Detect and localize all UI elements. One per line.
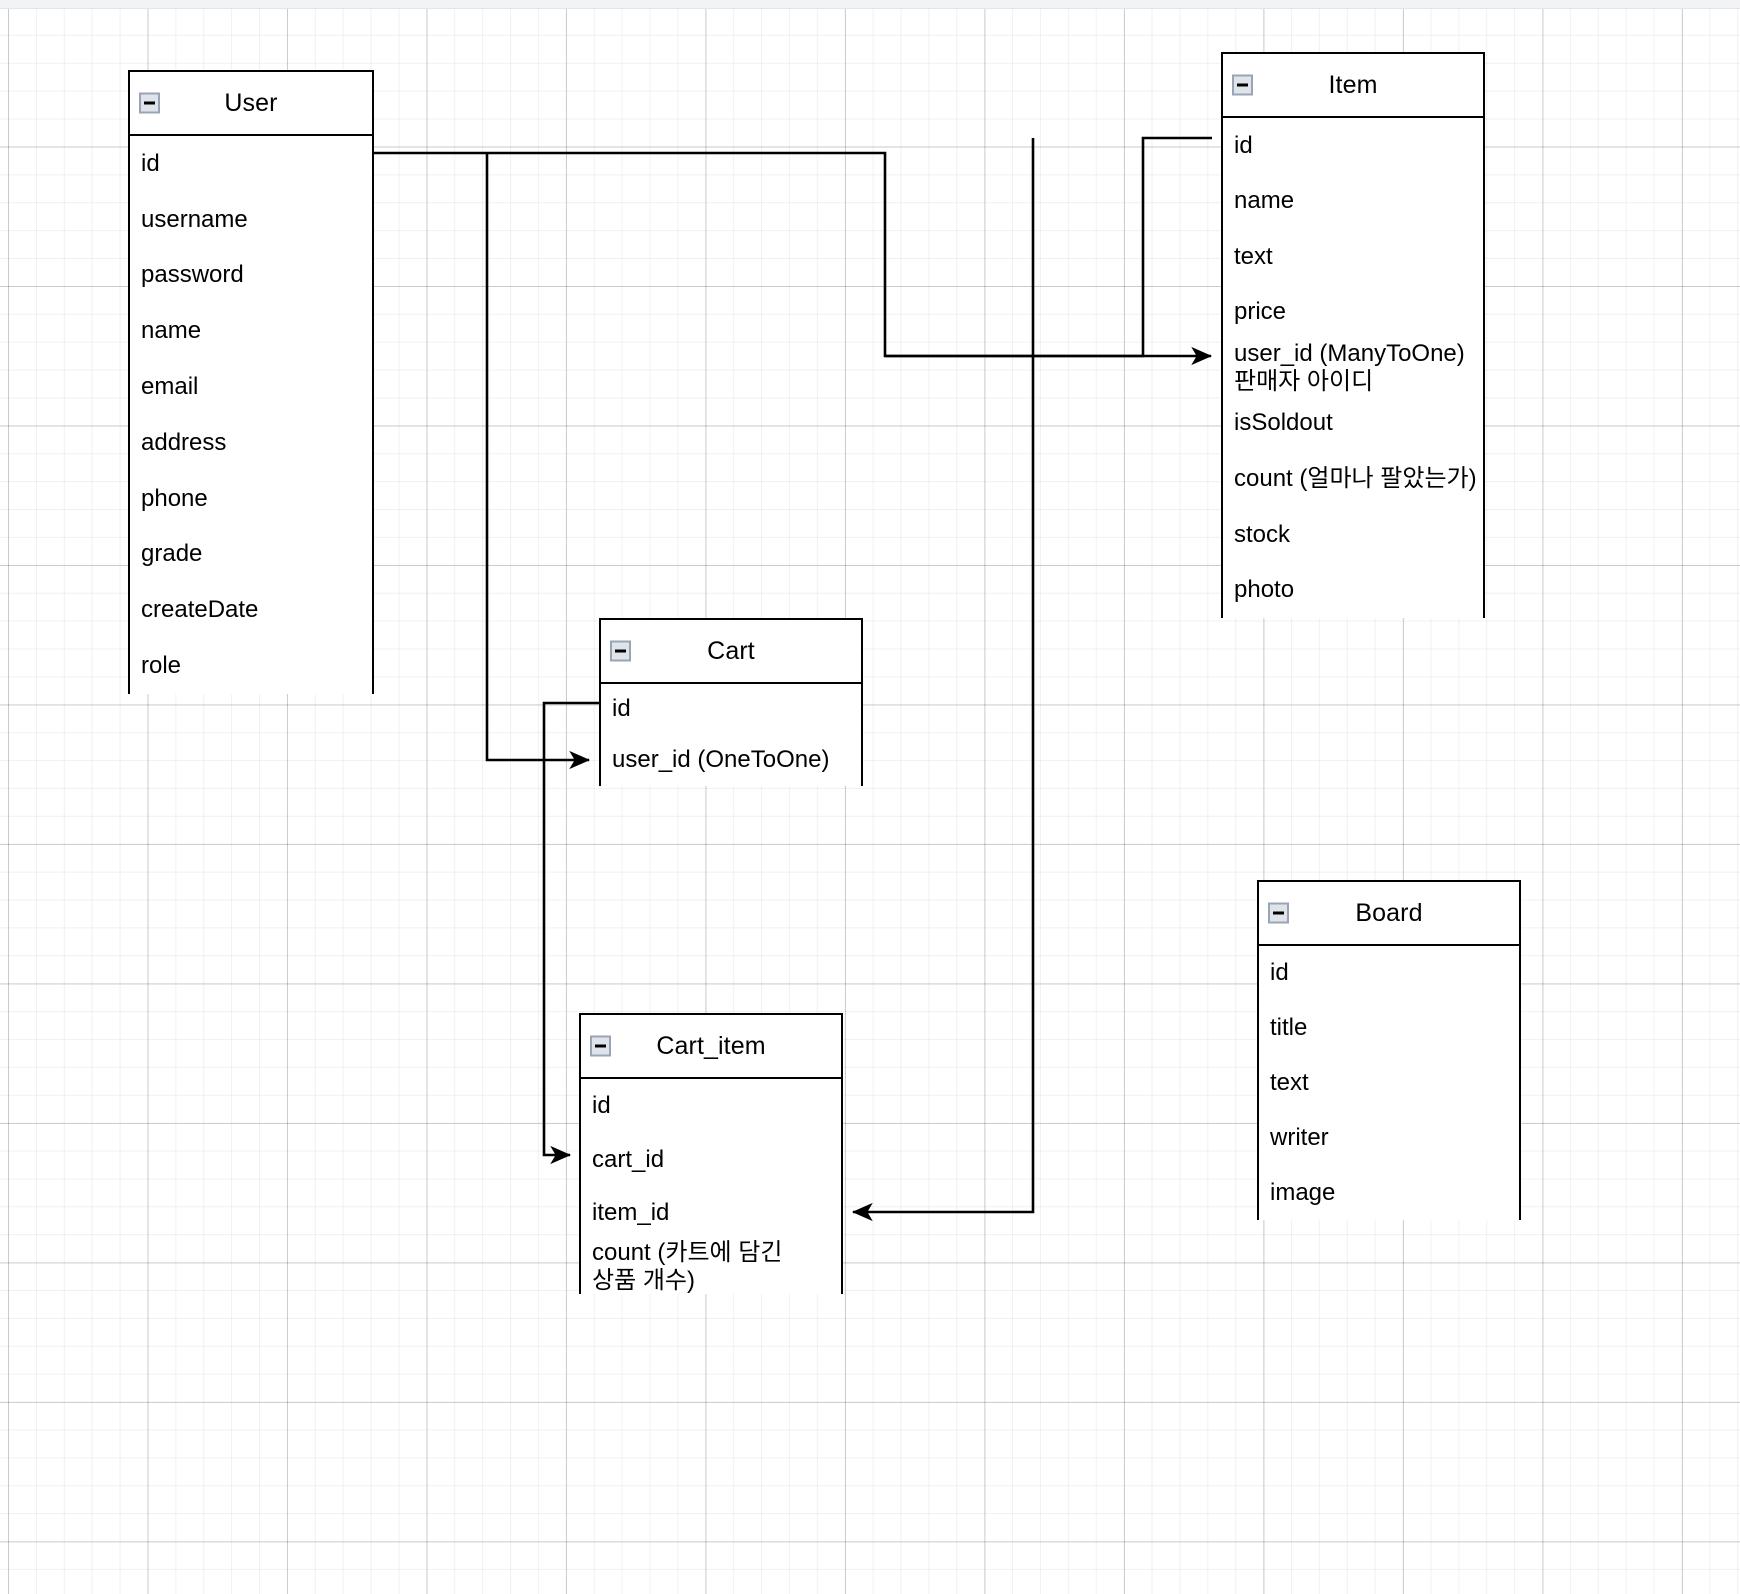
field-row[interactable]: isSoldout	[1234, 409, 1333, 437]
entity-item[interactable]: Item id name text price user_id (ManyToOne) 판…	[1221, 52, 1485, 618]
field-row[interactable]: cart_id	[592, 1145, 665, 1173]
entity-fields-user: id username password name email address phone g…	[130, 136, 372, 694]
field-row[interactable]: count (카트에 담긴 상품 개수)	[592, 1239, 783, 1295]
minus-icon[interactable]	[590, 1035, 611, 1057]
minus-icon[interactable]	[139, 92, 160, 114]
field-row[interactable]: id	[592, 1091, 611, 1119]
minus-icon[interactable]	[610, 640, 631, 662]
entity-header-board: Board	[1259, 882, 1519, 946]
entity-title-item: Item	[1328, 70, 1378, 99]
entity-user[interactable]: User id username password name email address ph…	[128, 70, 374, 694]
page-edge-top	[0, 0, 1740, 9]
entity-fields-board: id title text writer image	[1259, 946, 1519, 1220]
entity-cart[interactable]: Cart id user_id (OneToOne)	[599, 618, 863, 786]
field-row[interactable]: username	[141, 205, 248, 233]
entity-header-item: Item	[1223, 54, 1483, 118]
entity-board[interactable]: Board id title text writer image	[1257, 880, 1521, 1220]
entity-header-cart: Cart	[601, 620, 861, 684]
entity-title-cart: Cart	[707, 636, 755, 665]
field-row[interactable]: count (얼마나 팔았는가)	[1234, 465, 1477, 493]
entity-title-board: Board	[1355, 898, 1423, 927]
field-row[interactable]: photo	[1234, 576, 1295, 604]
field-row[interactable]: phone	[141, 484, 208, 512]
field-row[interactable]: name	[1234, 187, 1295, 215]
minus-icon[interactable]	[1232, 74, 1253, 96]
entity-title-cart_item: Cart_item	[656, 1031, 766, 1060]
field-row[interactable]: email	[141, 373, 199, 401]
field-row[interactable]: title	[1270, 1014, 1308, 1042]
entity-title-user: User	[224, 88, 278, 117]
field-row[interactable]: user_id (OneToOne)	[612, 746, 830, 774]
field-row[interactable]: stock	[1234, 520, 1291, 548]
field-row[interactable]: password	[141, 261, 244, 289]
field-row[interactable]: id	[612, 695, 631, 723]
entity-fields-cart: id user_id (OneToOne)	[601, 684, 861, 786]
field-row[interactable]: id	[141, 149, 160, 177]
field-row[interactable]: address	[141, 428, 227, 456]
field-row[interactable]: writer	[1270, 1123, 1329, 1151]
entity-header-cart_item: Cart_item	[581, 1015, 841, 1079]
field-row[interactable]: role	[141, 652, 182, 680]
field-row[interactable]: text	[1234, 242, 1273, 270]
field-row[interactable]: id	[1234, 131, 1253, 159]
minus-icon[interactable]	[1268, 902, 1289, 924]
field-row[interactable]: user_id (ManyToOne) 판매자 아이디	[1234, 339, 1465, 395]
entity-header-user: User	[130, 72, 372, 136]
field-row[interactable]: name	[141, 317, 202, 345]
field-row[interactable]: grade	[141, 540, 203, 568]
field-row[interactable]: id	[1270, 959, 1289, 987]
field-row[interactable]: price	[1234, 298, 1287, 326]
field-row[interactable]: image	[1270, 1178, 1336, 1206]
entity-fields-item: id name text price user_id (ManyToOne) 판매자 아…	[1223, 118, 1483, 618]
field-row[interactable]: text	[1270, 1068, 1309, 1096]
field-row[interactable]: createDate	[141, 596, 259, 624]
field-row[interactable]: item_id	[592, 1199, 670, 1227]
